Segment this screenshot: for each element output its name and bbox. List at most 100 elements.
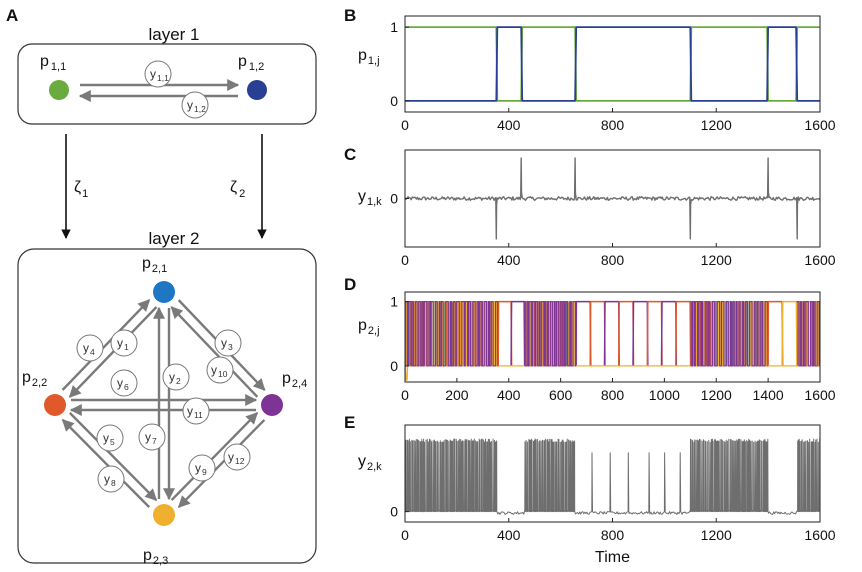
x-tick-label: 1000	[649, 387, 680, 403]
series-y2k	[405, 438, 820, 515]
edge-badge-y6	[110, 369, 138, 397]
y-tick-label: 0	[390, 191, 398, 207]
x-tick-label: 1200	[701, 527, 732, 543]
series-p2-slow-3-4	[632, 300, 649, 366]
y-axis-label-b: p1,j	[358, 47, 380, 67]
edge-label-y10: y10	[211, 363, 228, 379]
edge-badge-y10	[206, 356, 234, 384]
series-p2-slow-3-1	[589, 300, 606, 366]
x-tick-label: 1600	[804, 387, 835, 403]
edge-badge-y11	[182, 397, 210, 425]
node-p11	[49, 80, 69, 100]
x-axis-label: Time	[595, 549, 630, 566]
x-tick-label: 400	[497, 387, 521, 403]
series-p2-initial	[405, 365, 409, 381]
edge-3-4	[170, 412, 259, 501]
series-p2-fast-6-4	[796, 301, 820, 367]
plot-area-e	[405, 438, 820, 515]
edge-badge-y12	[223, 443, 251, 471]
panel-letter-c: C	[344, 145, 356, 164]
x-tick-label: 200	[445, 387, 469, 403]
edge-4-1	[170, 306, 259, 398]
edge-2-1	[61, 299, 151, 391]
edge-badge-y5	[96, 424, 124, 452]
node-label-p21: p2,1	[142, 255, 167, 275]
edge-badge-y3	[214, 329, 242, 357]
plot-area-d	[405, 300, 820, 381]
series-p2-slow-3-5	[646, 300, 663, 366]
series-p2-slow-3-6	[660, 300, 678, 366]
panel-letter-d: D	[344, 275, 356, 294]
edge-label-y11: y11	[187, 404, 203, 420]
series-p2-slow-5-0	[767, 300, 784, 366]
x-tick-label: 400	[497, 527, 521, 543]
layer2-box	[17, 248, 317, 564]
x-tick-label: 1600	[804, 252, 835, 268]
y-tick-label: 0	[390, 358, 398, 374]
x-tick-label: 0	[401, 387, 409, 403]
edge-label-y2: y2	[169, 370, 181, 386]
plot-area-c	[405, 157, 820, 240]
edge-label-y3: y3	[221, 336, 233, 352]
node-label-p23: p2,3	[143, 547, 168, 567]
x-tick-label: 800	[601, 527, 625, 543]
edge-1-2	[68, 306, 158, 398]
edge-badge-y12	[181, 91, 209, 119]
edge-badge-y7	[138, 423, 166, 451]
x-tick-label: 0	[401, 252, 409, 268]
edge-badge-y11	[144, 60, 172, 88]
panel-letter-b: B	[344, 6, 356, 25]
x-tick-label: 0	[401, 117, 409, 133]
node-p21	[153, 281, 175, 303]
series-y1k	[405, 157, 820, 240]
y-tick-label: 1	[390, 19, 398, 35]
y-axis-label-d: p2,j	[358, 317, 380, 337]
x-tick-label: 1600	[804, 527, 835, 543]
edge-3-2	[61, 419, 151, 508]
series-p2-slow-3-3	[617, 300, 635, 366]
series-p2-fast-4-4	[690, 301, 769, 367]
y-tick-label: 0	[390, 504, 398, 520]
axes-frame-b	[404, 15, 821, 113]
edge-label-y9: y9	[195, 461, 207, 477]
edge-label-y11: y1,1	[150, 67, 169, 83]
coupling-label-zeta1: ζ1	[74, 179, 88, 200]
edge-label-y12: y12	[228, 450, 245, 466]
x-tick-label: 400	[497, 117, 521, 133]
edge-4-3	[177, 419, 266, 508]
y-axis-label-e: y2,k	[358, 453, 382, 473]
edge-label-y7: y7	[145, 430, 157, 446]
series-p2-fast-2-4	[524, 301, 577, 367]
layer2-graph: p2,1p2,2p2,3p2,4y1y2y3y4y5y6y7y8y9y10y11…	[22, 255, 307, 567]
x-tick-label: 800	[601, 117, 625, 133]
x-tick-label: 1600	[804, 117, 835, 133]
series-p2-slow-3-2	[603, 300, 620, 366]
panel-letter-e: E	[344, 413, 355, 432]
edge-label-y12: y1,2	[187, 98, 206, 114]
series-p2-slow-1-0	[497, 300, 513, 366]
edge-badge-y9	[188, 454, 216, 482]
x-tick-label: 800	[601, 252, 625, 268]
x-tick-label: 800	[601, 387, 625, 403]
edge-label-y5: y5	[103, 431, 115, 447]
edge-badge-y1	[110, 329, 138, 357]
node-p23	[153, 504, 175, 526]
series-p2-fast-0-4	[405, 301, 499, 367]
edge-label-y8: y8	[104, 472, 116, 488]
node-label-p24: p2,4	[282, 370, 307, 390]
edge-badge-y4	[76, 334, 104, 362]
edge-label-y1: y1	[117, 336, 129, 352]
edge-label-y6: y6	[117, 376, 129, 392]
edge-2-3	[68, 412, 158, 501]
layer2-title: layer 2	[148, 229, 199, 248]
layer1-box	[17, 43, 317, 125]
edge-label-y4: y4	[83, 341, 95, 357]
